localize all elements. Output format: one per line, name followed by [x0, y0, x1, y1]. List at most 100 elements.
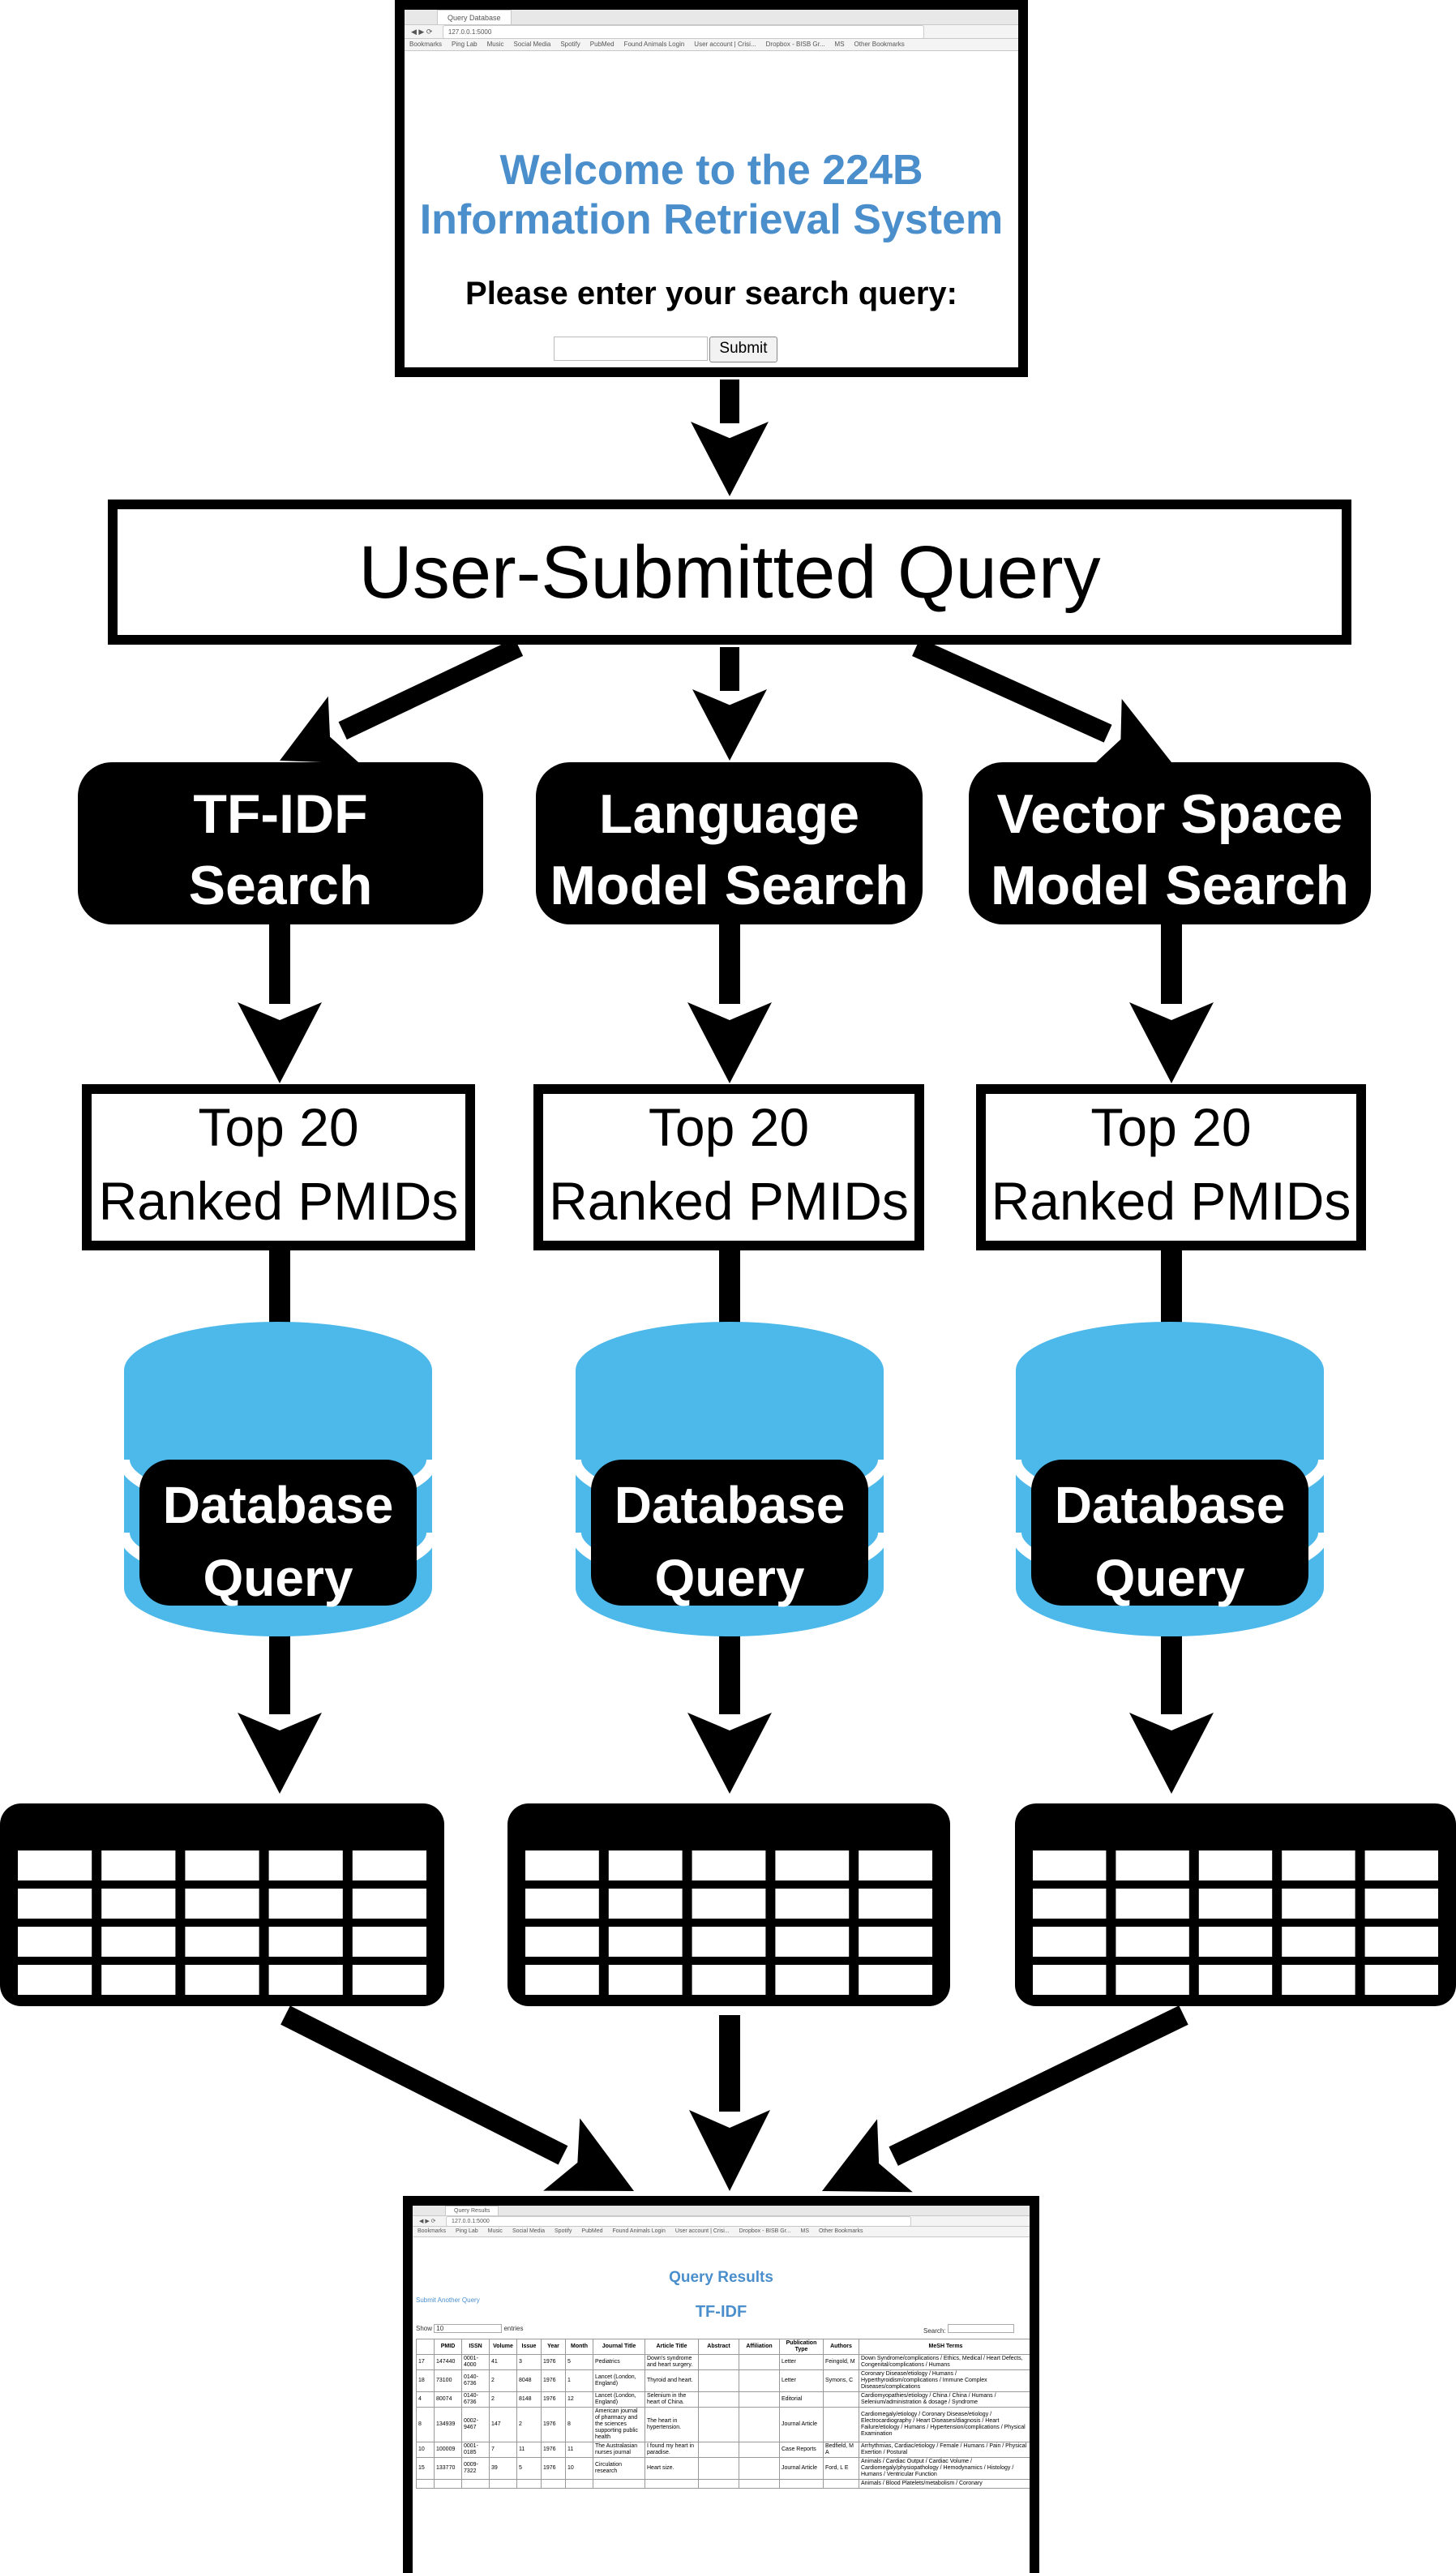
table-cell: 5	[516, 2457, 542, 2480]
table-cell	[698, 2369, 739, 2392]
nav-arrows-icon[interactable]: ◀ ▶ ⟳	[411, 28, 433, 36]
table-cell: 39	[489, 2457, 517, 2480]
table-cell: Coronary Disease/etiology / Humans / Hyp…	[859, 2369, 1030, 2392]
table-cell	[739, 2442, 780, 2458]
bookmark-item[interactable]: Bookmarks	[418, 2228, 447, 2234]
bookmark-item[interactable]: Dropbox - BISB Gr...	[765, 41, 825, 48]
table-cell: Letter	[779, 2354, 824, 2370]
query-box-label: User-Submitted Query	[358, 531, 1100, 614]
url-field[interactable]: 127.0.0.1:5000	[442, 25, 924, 38]
bookmark-item[interactable]: PubMed	[581, 2228, 603, 2234]
bookmark-item[interactable]: Other Bookmarks	[818, 2228, 863, 2234]
table-cell: Symons, C	[823, 2369, 859, 2392]
bookmark-item[interactable]: Social Media	[513, 41, 551, 48]
table-cell	[779, 2479, 824, 2489]
column-header[interactable]: ISSN	[461, 2339, 490, 2355]
table-cell: Lancet (London, England)	[593, 2391, 645, 2408]
bookmark-item[interactable]: Found Animals Login	[612, 2228, 666, 2234]
bookmark-item[interactable]: Spotify	[560, 41, 580, 48]
table-cell: 18	[416, 2369, 435, 2392]
results-url-field[interactable]: 127.0.0.1:5000	[446, 2216, 912, 2226]
search-box-label-line2: Search	[189, 855, 373, 916]
column-header[interactable]: Abstract	[698, 2339, 739, 2355]
ranked-box-label-line2: Ranked PMIDs	[991, 1171, 1351, 1231]
submit-another-link[interactable]: Submit Another Query	[416, 2296, 480, 2304]
table-cell: Editorial	[779, 2391, 824, 2408]
table-cell: 8148	[516, 2391, 542, 2408]
column-header[interactable]: Journal Title	[593, 2339, 645, 2355]
table-cell: 0001-4000	[461, 2354, 490, 2370]
table-cell: 8048	[516, 2369, 542, 2392]
database-label-line2: Query	[203, 1549, 353, 1607]
column-header[interactable]: Affiliation	[739, 2339, 780, 2355]
column-header[interactable]: Authors	[823, 2339, 859, 2355]
column-header[interactable]: PMID	[434, 2339, 462, 2355]
arrow-search-to-ranked-1	[687, 924, 772, 1083]
bookmark-item[interactable]: User account | Crisi...	[694, 41, 756, 48]
submit-button[interactable]: Submit	[709, 337, 777, 362]
table-cell: 15	[416, 2457, 435, 2480]
results-browser-tab-bar: Query Results	[413, 2206, 1030, 2216]
bookmark-item[interactable]: PubMed	[589, 41, 615, 48]
bookmark-item[interactable]: Ping Lab	[456, 2228, 478, 2234]
arrow-db-to-table-2	[1129, 1634, 1214, 1794]
results-nav-arrows-icon[interactable]: ◀ ▶ ⟳	[419, 2219, 436, 2224]
bookmark-item[interactable]: MS	[834, 41, 845, 48]
browser-tab[interactable]: Query Database	[437, 10, 512, 24]
table-cell	[516, 2479, 542, 2489]
table-search-control: Search:	[923, 2324, 1014, 2335]
bookmark-item[interactable]: Social Media	[512, 2228, 546, 2234]
table-cell: 0002-9467	[461, 2407, 490, 2442]
table-cell: 10	[416, 2442, 435, 2458]
bookmark-item[interactable]: User account | Crisi...	[674, 2228, 730, 2234]
column-header[interactable]: Issue	[516, 2339, 542, 2355]
search-input[interactable]	[554, 337, 708, 361]
welcome-line-1: Welcome to the 224B	[499, 147, 923, 194]
table-cell	[698, 2442, 739, 2458]
column-header[interactable]: Article Title	[644, 2339, 699, 2355]
arrow-query-to-language	[692, 647, 767, 761]
search-page-screenshot: Query Database ◀ ▶ ⟳ 127.0.0.1:5000 Book…	[395, 0, 1028, 377]
table-cell: 134939	[434, 2407, 462, 2442]
table-cell: Journal Article	[779, 2457, 824, 2480]
table-cell	[416, 2479, 435, 2489]
column-header[interactable]: Publication Type	[779, 2339, 824, 2355]
table-cell: 1976	[541, 2442, 566, 2458]
bookmark-item[interactable]: MS	[800, 2228, 809, 2234]
column-header[interactable]: Year	[541, 2339, 566, 2355]
arrow-query-to-tfidf	[280, 638, 524, 764]
column-header[interactable]: Volume	[489, 2339, 517, 2355]
bookmark-item[interactable]: Ping Lab	[452, 41, 477, 48]
bookmark-item[interactable]: Dropbox - BISB Gr...	[739, 2228, 791, 2234]
table-cell: 1976	[541, 2369, 566, 2392]
table-cell: 133770	[434, 2457, 462, 2480]
bookmark-item[interactable]: Music	[487, 2228, 503, 2234]
bookmark-item[interactable]: Spotify	[555, 2228, 572, 2234]
column-header[interactable]: MeSH Terms	[859, 2339, 1030, 2355]
table-cell: Letter	[779, 2369, 824, 2392]
column-header[interactable]: Month	[565, 2339, 593, 2355]
column-header[interactable]	[416, 2339, 435, 2355]
table-cell	[434, 2479, 462, 2489]
arrow-db-to-table-1	[687, 1634, 772, 1794]
table-cell: Down's syndrome and heart surgery.	[644, 2354, 699, 2370]
bookmark-item[interactable]: Other Bookmarks	[854, 41, 905, 48]
bookmark-item[interactable]: Bookmarks	[409, 41, 443, 48]
show-entries-select[interactable]: 10	[434, 2324, 503, 2333]
arrow-query-to-vector	[912, 638, 1171, 767]
results-browser-tab[interactable]: Query Results	[445, 2206, 499, 2215]
table-cell	[593, 2479, 645, 2489]
bookmark-item[interactable]: Music	[486, 41, 504, 48]
table-cell: Cardiomyopathies/etiology / China / Chin…	[859, 2391, 1030, 2408]
table-cell: Cardiomegaly/etiology / Coronary Disease…	[859, 2407, 1030, 2442]
bookmark-item[interactable]: Found Animals Login	[623, 41, 685, 48]
table-search-input[interactable]	[947, 2324, 1014, 2333]
ranked-box-label-line1: Top 20	[649, 1097, 809, 1157]
browser-tab-bar: Query Database	[405, 10, 1018, 25]
arrow-table2-to-results	[689, 2015, 770, 2191]
